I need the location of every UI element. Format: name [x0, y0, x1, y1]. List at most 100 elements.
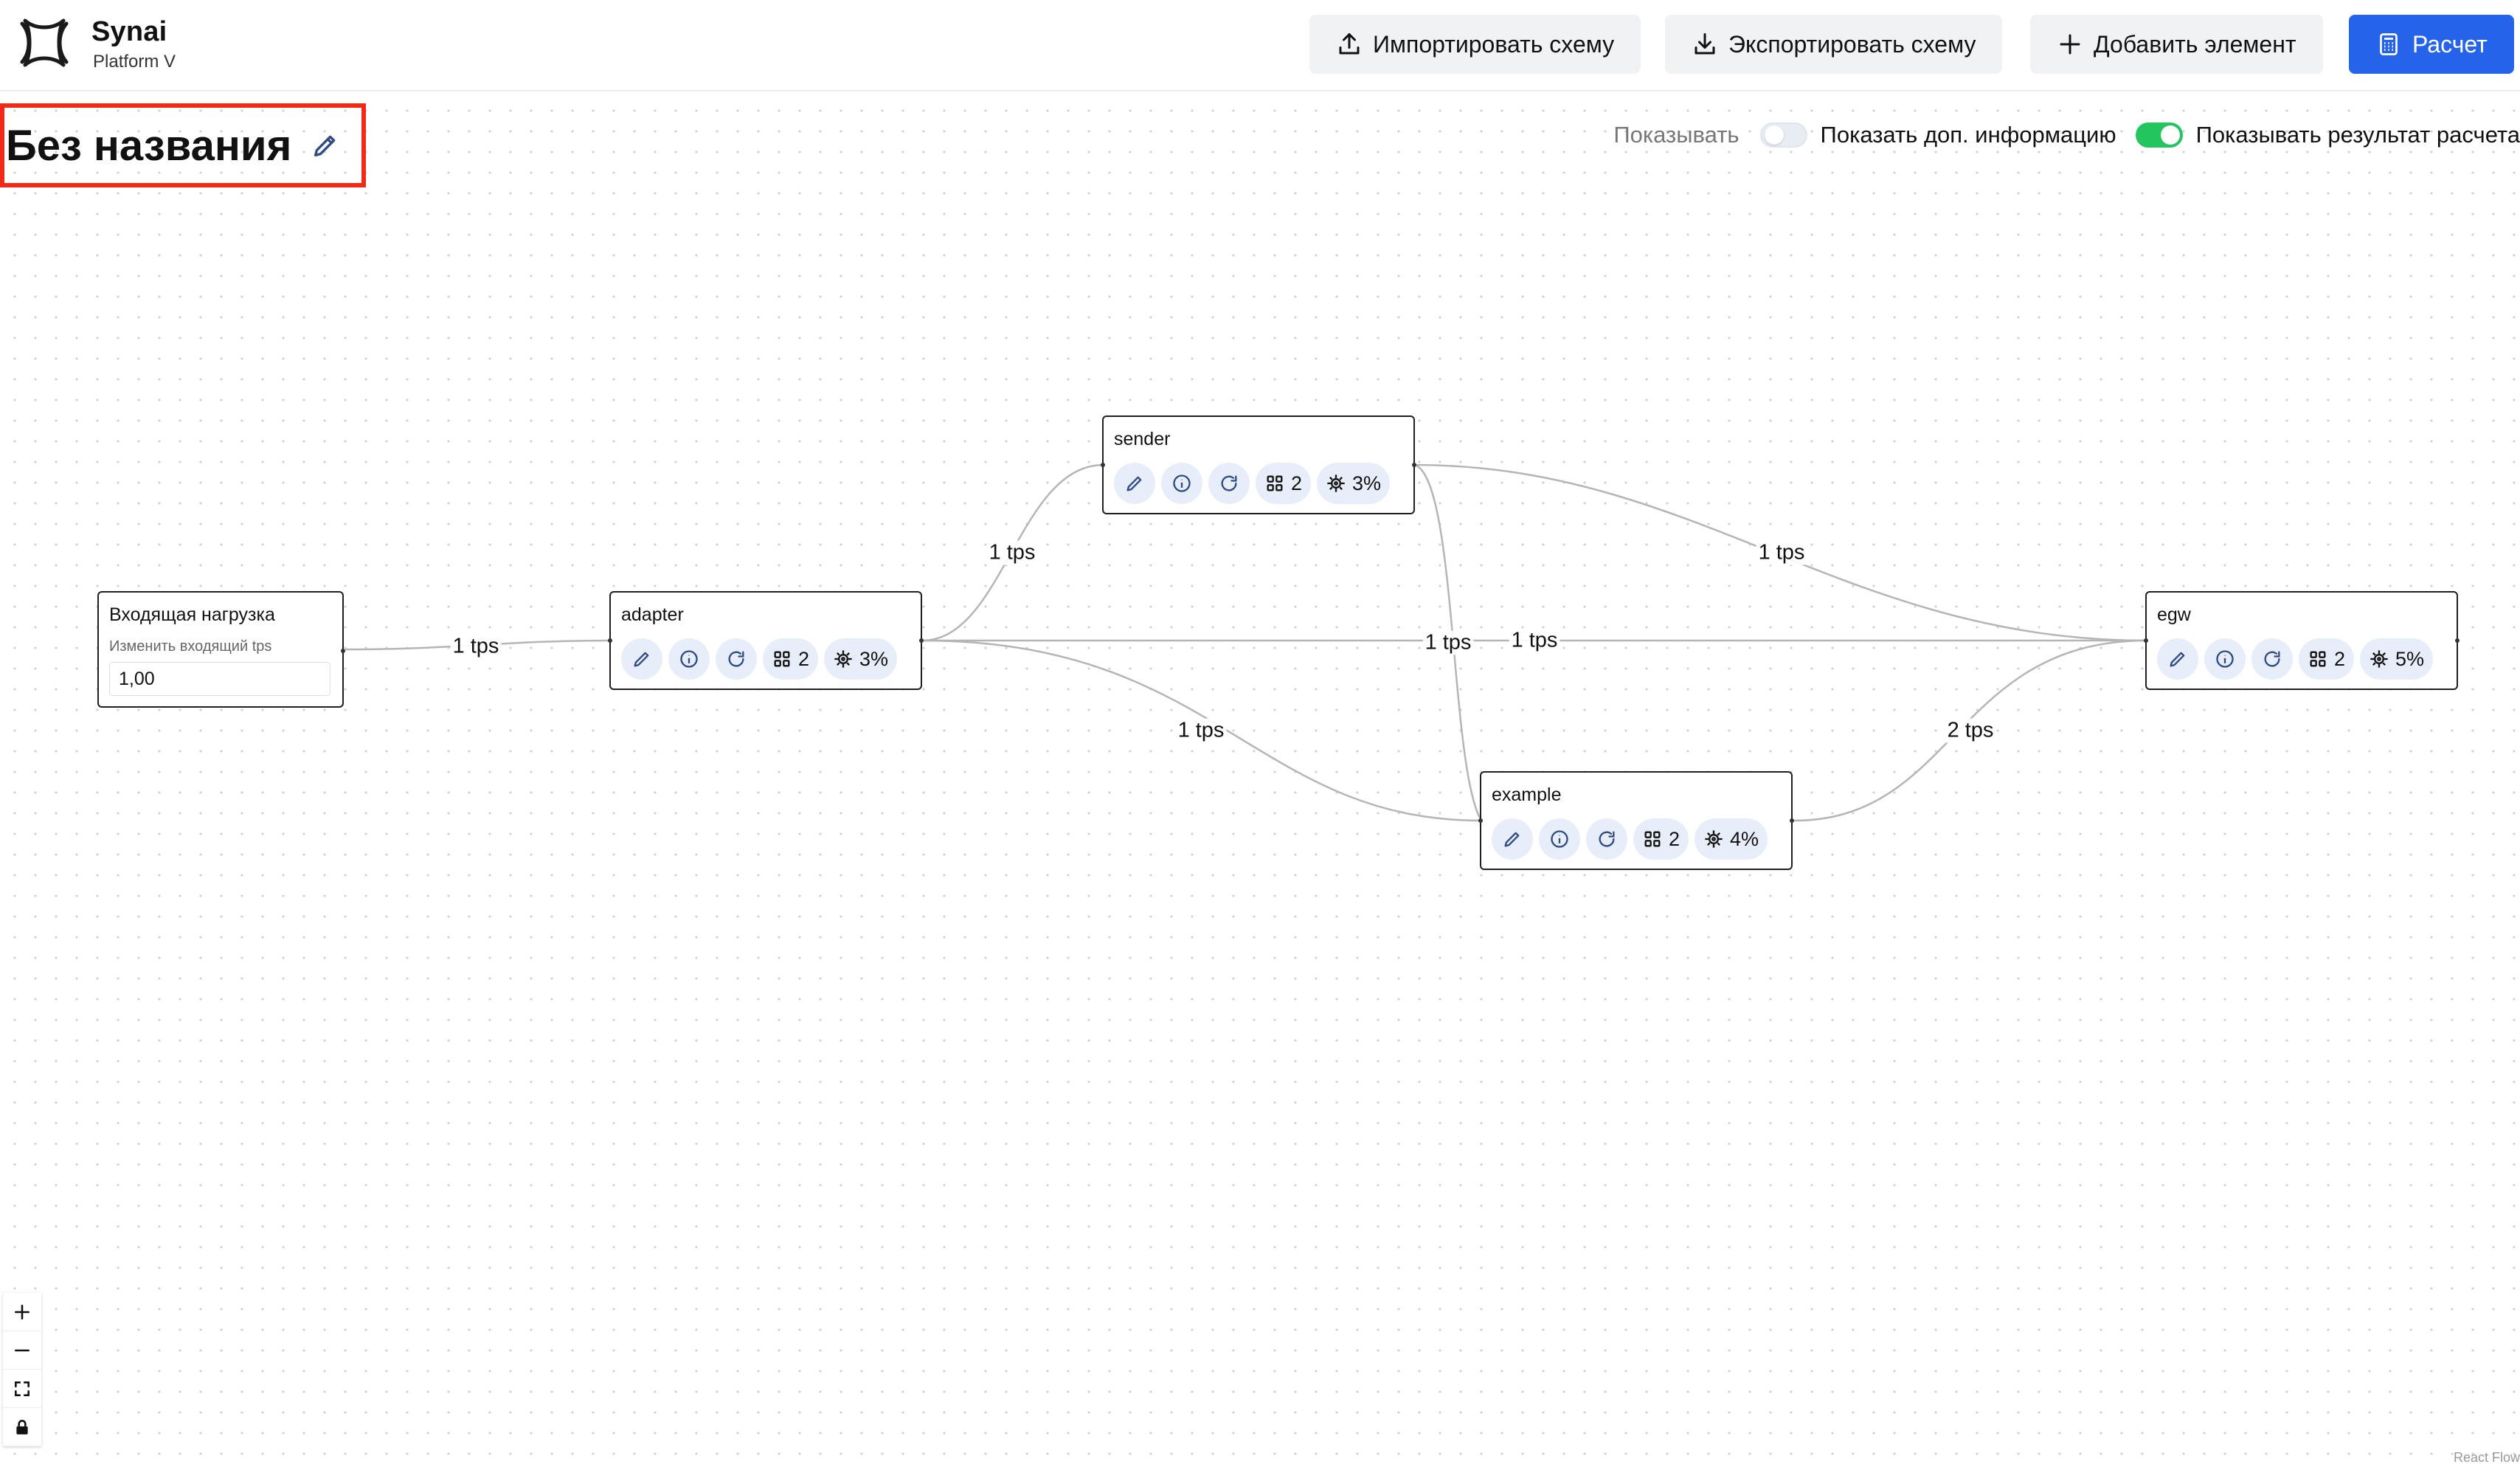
export-schema-label: Экспортировать схему [1728, 30, 1976, 58]
node-handle[interactable] [1790, 818, 1794, 823]
instances-count: 2 [1291, 472, 1303, 494]
diagram-title: Без названия [6, 121, 292, 170]
node-handle[interactable] [608, 638, 612, 643]
load-badge[interactable]: 3% [824, 638, 898, 680]
load-percent: 5% [2395, 647, 2425, 670]
refresh-icon [1221, 475, 1237, 491]
cpu-icon [1705, 830, 1723, 848]
load-badge[interactable]: 3% [1317, 463, 1391, 504]
calc-result-label: Показывать результат расчета [2195, 122, 2520, 148]
cpu-icon [2370, 650, 2388, 668]
calculate-button[interactable]: Расчет [2349, 15, 2514, 74]
edit-node-button[interactable] [621, 638, 662, 680]
zoom-out-button[interactable] [3, 1331, 41, 1370]
info-button[interactable] [668, 638, 710, 680]
export-schema-button[interactable]: Экспортировать схему [1665, 15, 2003, 74]
instances-count: 2 [798, 647, 810, 670]
node-sender[interactable]: sender 2 3% [1101, 415, 1416, 514]
calculate-label: Расчет [2412, 30, 2488, 58]
load-badge[interactable]: 5% [2360, 638, 2434, 680]
edge-label[interactable]: 1 tps [1756, 540, 1807, 565]
display-toggles: Показывать Показать доп. информацию Пока… [1613, 118, 2520, 152]
diagram-title-highlight: Без названия [0, 103, 366, 187]
edge-label[interactable]: 1 tps [986, 540, 1038, 565]
pencil-icon [634, 652, 649, 667]
lock-icon [16, 1419, 28, 1435]
node-title: adapter [621, 604, 684, 625]
node-title: sender [1114, 429, 1171, 449]
info-button[interactable] [1161, 463, 1202, 504]
node-egw[interactable]: egw 2 5% [2144, 591, 2460, 690]
load-badge[interactable]: 4% [1695, 818, 1768, 860]
flow-canvas[interactable] [0, 93, 2520, 1470]
pencil-icon [314, 135, 336, 156]
add-element-label: Добавить элемент [2094, 30, 2296, 58]
refresh-icon [1599, 831, 1615, 847]
instances-badge[interactable]: 2 [763, 638, 819, 680]
edge-label[interactable]: 2 tps [1945, 718, 1996, 743]
node-example[interactable]: example 2 4% [1478, 771, 1794, 870]
tps-input[interactable]: 1,00 [109, 662, 330, 696]
fit-view-icon [15, 1381, 30, 1396]
node-handle[interactable] [1101, 463, 1105, 467]
instances-badge[interactable]: 2 [1633, 818, 1689, 860]
plus-icon [2060, 34, 2080, 55]
plus-icon [15, 1304, 30, 1319]
node-handle[interactable] [2144, 638, 2148, 643]
synai-logo-icon [20, 18, 69, 67]
extra-info-toggle[interactable] [1759, 122, 1807, 148]
info-button[interactable] [2204, 638, 2246, 680]
node-handle[interactable] [1412, 463, 1416, 467]
edge-label[interactable]: 1 tps [1509, 628, 1560, 653]
lock-button[interactable] [3, 1408, 41, 1446]
edit-node-button[interactable] [1114, 463, 1155, 504]
instances-badge[interactable]: 2 [2299, 638, 2355, 680]
pencil-icon [2170, 652, 2185, 667]
add-element-button[interactable]: Добавить элемент [2030, 15, 2323, 74]
grid-icon [2310, 651, 2326, 667]
info-icon [1551, 830, 1568, 848]
edit-node-button[interactable] [1492, 818, 1533, 860]
load-percent: 4% [1730, 827, 1759, 850]
extra-info-label: Показать доп. информацию [1820, 122, 2116, 148]
refresh-button[interactable] [1586, 818, 1627, 860]
instances-count: 2 [1669, 827, 1680, 850]
edge-label[interactable]: 1 tps [1175, 718, 1227, 743]
load-percent: 3% [859, 647, 889, 670]
import-schema-label: Импортировать схему [1373, 30, 1615, 58]
pencil-icon [1126, 476, 1142, 491]
react-flow-attribution[interactable]: React Flow [2453, 1450, 2520, 1465]
import-schema-button[interactable]: Импортировать схему [1309, 15, 1641, 74]
node-handle[interactable] [2455, 638, 2460, 643]
brand-name: Synai [91, 16, 167, 47]
refresh-icon [2264, 651, 2280, 667]
node-title: example [1492, 784, 1562, 805]
node-incoming-load[interactable]: Входящая нагрузка Изменить входящий tps … [97, 591, 345, 708]
refresh-button[interactable] [716, 638, 757, 680]
edit-node-button[interactable] [2157, 638, 2198, 680]
edge-label[interactable]: 1 tps [450, 634, 502, 659]
tps-input-caption: Изменить входящий tps [109, 638, 272, 655]
zoom-in-button[interactable] [3, 1293, 41, 1331]
download-icon [1695, 33, 1715, 55]
cpu-icon [834, 650, 852, 668]
node-handle[interactable] [919, 638, 924, 643]
node-handle[interactable] [1478, 818, 1483, 823]
upload-icon [1339, 33, 1360, 55]
flow-controls [3, 1293, 41, 1446]
instances-badge[interactable]: 2 [1256, 463, 1312, 504]
info-button[interactable] [1539, 818, 1580, 860]
refresh-button[interactable] [2251, 638, 2293, 680]
node-adapter[interactable]: adapter 2 3% [608, 591, 924, 690]
calculator-icon [2380, 33, 2398, 55]
cpu-icon [1327, 475, 1345, 492]
grid-icon [1267, 475, 1283, 491]
edge-label[interactable]: 1 tps [1422, 630, 1474, 655]
refresh-button[interactable] [1208, 463, 1250, 504]
grid-icon [1644, 831, 1661, 847]
node-handle[interactable] [341, 649, 345, 653]
edit-title-button[interactable] [311, 131, 340, 160]
brand-subtitle: Platform V [93, 52, 176, 72]
fit-view-button[interactable] [3, 1370, 41, 1408]
calc-result-toggle[interactable] [2135, 122, 2183, 148]
